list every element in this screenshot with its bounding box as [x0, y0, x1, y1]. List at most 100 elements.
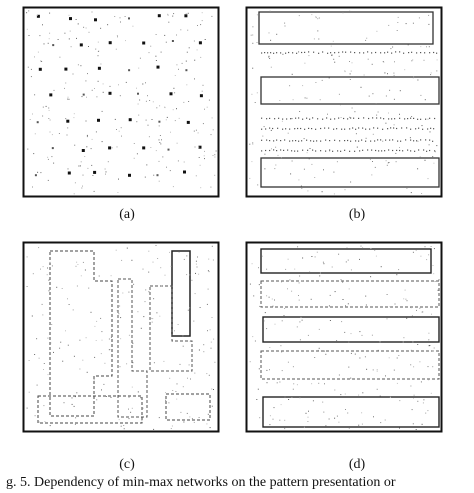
noise-speck — [128, 396, 130, 398]
dotted-trace — [280, 140, 282, 142]
noise-speck — [386, 318, 388, 320]
noise-speck — [100, 63, 102, 65]
noise-speck — [195, 175, 197, 177]
noise-speck — [49, 323, 51, 325]
dotted-trace — [377, 127, 379, 129]
cluster-marker — [199, 94, 203, 98]
dotted-trace — [290, 118, 292, 120]
noise-speck — [26, 407, 28, 409]
dotted-trace — [327, 52, 329, 54]
noise-speck — [376, 370, 378, 372]
noise-speck — [365, 39, 367, 41]
noise-speck — [208, 374, 210, 376]
dotted-trace — [302, 118, 304, 120]
noise-speck — [371, 334, 373, 336]
noise-speck — [377, 349, 379, 351]
noise-speck — [359, 331, 361, 333]
noise-speck — [153, 174, 155, 176]
noise-speck — [405, 298, 407, 300]
dotted-trace — [320, 150, 322, 152]
noise-speck — [76, 392, 78, 394]
dotted-trace — [385, 139, 387, 141]
noise-speck — [364, 356, 366, 358]
noise-speck — [432, 265, 434, 266]
noise-speck — [432, 156, 434, 158]
noise-speck — [306, 152, 308, 154]
noise-speck — [344, 189, 346, 191]
noise-speck — [199, 307, 201, 308]
noise-speck — [176, 34, 177, 36]
noise-speck — [287, 288, 288, 290]
noise-speck — [396, 357, 398, 359]
noise-speck — [372, 133, 374, 135]
dotted-trace — [414, 150, 416, 152]
noise-speck — [272, 418, 274, 420]
dotted-trace — [301, 51, 303, 54]
cluster-marker — [128, 17, 130, 20]
noise-speck — [213, 338, 215, 340]
noise-speck — [138, 67, 140, 69]
noise-speck — [428, 332, 430, 334]
noise-speck — [37, 51, 39, 53]
dotted-trace — [361, 139, 363, 141]
noise-speck — [76, 37, 77, 39]
dotted-trace — [317, 118, 319, 120]
noise-speck — [199, 164, 201, 166]
noise-speck — [386, 294, 388, 295]
noise-speck — [434, 281, 436, 282]
noise-speck — [266, 328, 268, 330]
noise-speck — [275, 164, 277, 166]
noise-speck — [302, 257, 304, 259]
noise-speck — [274, 299, 275, 301]
noise-speck — [315, 17, 317, 19]
noise-speck — [85, 120, 87, 122]
noise-speck — [433, 347, 435, 349]
dotted-trace — [322, 51, 324, 53]
cluster-marker — [183, 170, 186, 174]
noise-speck — [399, 113, 400, 115]
cluster-marker — [128, 118, 132, 122]
noise-speck — [77, 64, 79, 66]
noise-speck — [363, 74, 365, 76]
noise-speck — [32, 186, 33, 188]
noise-speck — [68, 304, 70, 305]
noise-speck — [433, 273, 435, 275]
noise-speck — [211, 117, 213, 119]
noise-speck — [406, 317, 408, 319]
noise-speck — [186, 274, 188, 276]
noise-speck — [87, 167, 89, 169]
noise-speck — [361, 423, 363, 425]
dotted-trace — [289, 128, 291, 130]
noise-speck — [420, 381, 422, 383]
dotted-trace — [340, 150, 342, 152]
noise-speck — [34, 94, 36, 96]
noise-speck — [169, 251, 170, 253]
noise-speck — [157, 174, 159, 176]
cluster-marker — [93, 170, 97, 174]
noise-speck — [344, 71, 346, 73]
noise-speck — [252, 142, 254, 144]
dotted-trace — [266, 118, 268, 120]
dotted-trace — [417, 118, 419, 120]
noise-speck — [291, 397, 293, 398]
dotted-trace — [308, 127, 310, 129]
dotted-trace — [273, 149, 275, 151]
noise-speck — [330, 45, 332, 47]
noise-speck — [214, 156, 216, 158]
noise-speck — [359, 357, 361, 359]
noise-speck — [186, 255, 188, 257]
panel-a-noise — [26, 10, 217, 195]
noise-speck — [303, 426, 305, 428]
noise-speck — [159, 142, 161, 143]
noise-speck — [319, 272, 321, 274]
noise-speck — [32, 113, 33, 115]
noise-speck — [211, 15, 213, 17]
noise-speck — [115, 249, 117, 251]
noise-speck — [30, 76, 32, 78]
noise-speck — [64, 32, 66, 34]
noise-speck — [40, 268, 41, 270]
dotted-trace — [302, 149, 304, 151]
noise-speck — [121, 135, 122, 137]
noise-speck — [90, 311, 92, 313]
noise-speck — [60, 341, 62, 343]
